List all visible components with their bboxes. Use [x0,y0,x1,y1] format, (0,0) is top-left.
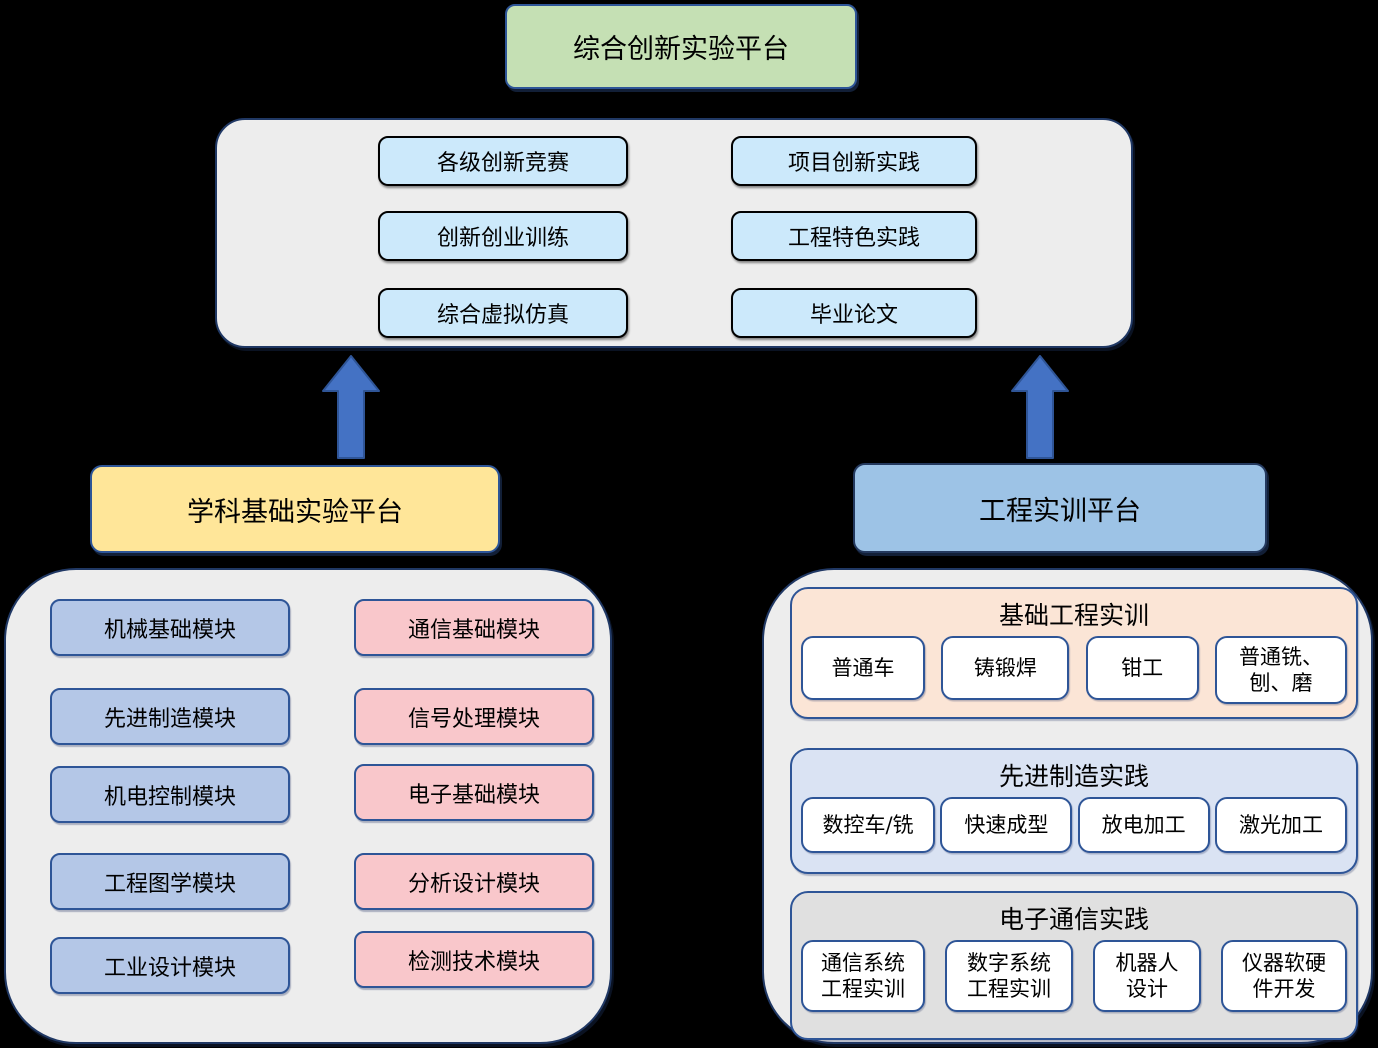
up-arrow-icon [322,355,380,459]
module-label: 检测技术模块 [407,949,540,975]
innovation-item-label: 各级创新竞赛 [436,151,569,176]
training-item: 铸锻焊 [941,636,1070,700]
innovation-item: 项目创新实践 [731,136,977,186]
innovation-item: 综合虚拟仿真 [378,288,628,338]
module-mechanical: 工程图学模块 [50,853,290,910]
module-electronic: 检测技术模块 [354,931,594,988]
training-item-label: 机器人 设计 [1115,950,1179,1001]
section-title: 先进制造实践 [998,762,1149,791]
innovation-item: 各级创新竞赛 [378,136,628,186]
training-item: 放电加工 [1077,797,1210,853]
innovation-item: 毕业论文 [731,288,977,338]
training-item: 快速成型 [940,797,1073,853]
up-arrow-icon [1011,355,1069,459]
training-item-label: 钳工 [1121,655,1164,680]
innovation-item-label: 工程特色实践 [787,226,920,251]
module-electronic: 信号处理模块 [354,688,594,745]
innovation-item: 创新创业训练 [378,211,628,261]
module-label: 工程图学模块 [103,871,236,897]
section-title: 基础工程实训 [998,601,1149,630]
section-items-row: 普通车 铸锻焊 钳工 普通铣、 刨、磨 [801,636,1347,704]
training-item-label: 通信系统 工程实训 [821,950,905,1001]
module-electronic: 分析设计模块 [354,853,594,910]
section-title: 电子通信实践 [998,905,1149,934]
training-item: 钳工 [1085,636,1199,700]
training-item: 普通车 [801,636,925,700]
section-items-row: 数控车/铣 快速成型 放电加工 激光加工 [801,797,1347,853]
module-mechanical: 机电控制模块 [50,766,290,823]
module-mechanical: 先进制造模块 [50,688,290,745]
module-label: 工业设计模块 [103,955,236,981]
section-basic-training: 基础工程实训 普通车 铸锻焊 钳工 普通铣、 刨、磨 [790,587,1358,719]
top-platform-label: 综合创新实验平台 [573,34,789,65]
right-platform-label: 工程实训平台 [979,495,1141,527]
training-item-label: 铸锻焊 [973,655,1037,680]
training-item: 仪器软硬 件开发 [1221,940,1347,1012]
training-item-label: 数控车/铣 [822,812,914,837]
innovation-item: 工程特色实践 [731,211,977,261]
training-item: 普通铣、 刨、磨 [1214,636,1347,704]
left-platform-box: 学科基础实验平台 [90,465,500,553]
innovation-container: 各级创新竞赛 项目创新实践 创新创业训练 工程特色实践 综合虚拟仿真 毕业论文 [215,118,1133,348]
training-item-label: 放电加工 [1101,812,1186,837]
module-electronic: 通信基础模块 [354,599,594,656]
basic-experiment-container: 机械基础模块 先进制造模块 机电控制模块 工程图学模块 工业设计模块 通信基础模… [4,568,612,1044]
training-item-label: 快速成型 [964,812,1049,837]
training-item-label: 普通铣、 刨、磨 [1238,644,1323,695]
top-platform-box: 综合创新实验平台 [505,4,857,89]
training-item: 通信系统 工程实训 [801,940,925,1012]
innovation-item-label: 项目创新实践 [787,151,920,176]
section-items-row: 通信系统 工程实训 数字系统 工程实训 机器人 设计 仪器软硬 件开发 [801,940,1347,1012]
module-label: 电子基础模块 [407,782,540,808]
left-platform-label: 学科基础实验平台 [187,496,403,528]
section-advanced-manufacturing: 先进制造实践 数控车/铣 快速成型 放电加工 激光加工 [790,748,1358,874]
module-label: 信号处理模块 [407,706,540,732]
innovation-item-label: 创新创业训练 [436,226,569,251]
right-platform-box: 工程实训平台 [853,463,1267,553]
innovation-item-label: 毕业论文 [809,303,898,328]
training-item-label: 数字系统 工程实训 [967,950,1051,1001]
module-label: 机电控制模块 [103,784,236,810]
training-item: 激光加工 [1214,797,1347,853]
module-label: 分析设计模块 [407,871,540,897]
module-electronic: 电子基础模块 [354,764,594,821]
section-electronics-communication: 电子通信实践 通信系统 工程实训 数字系统 工程实训 机器人 设计 仪器软硬 件… [790,891,1358,1040]
training-item-label: 仪器软硬 件开发 [1242,950,1326,1001]
innovation-item-label: 综合虚拟仿真 [436,303,569,328]
training-item-label: 激光加工 [1238,812,1323,837]
engineering-training-container: 基础工程实训 普通车 铸锻焊 钳工 普通铣、 刨、磨 先进制造实践 [762,568,1373,1044]
training-item: 数控车/铣 [801,797,935,853]
module-label: 先进制造模块 [103,706,236,732]
module-label: 通信基础模块 [407,617,540,643]
module-label: 机械基础模块 [103,617,236,643]
module-mechanical: 机械基础模块 [50,599,290,656]
module-mechanical: 工业设计模块 [50,937,290,994]
training-item: 机器人 设计 [1093,940,1201,1012]
training-item: 数字系统 工程实训 [945,940,1073,1012]
training-item-label: 普通车 [831,655,895,680]
